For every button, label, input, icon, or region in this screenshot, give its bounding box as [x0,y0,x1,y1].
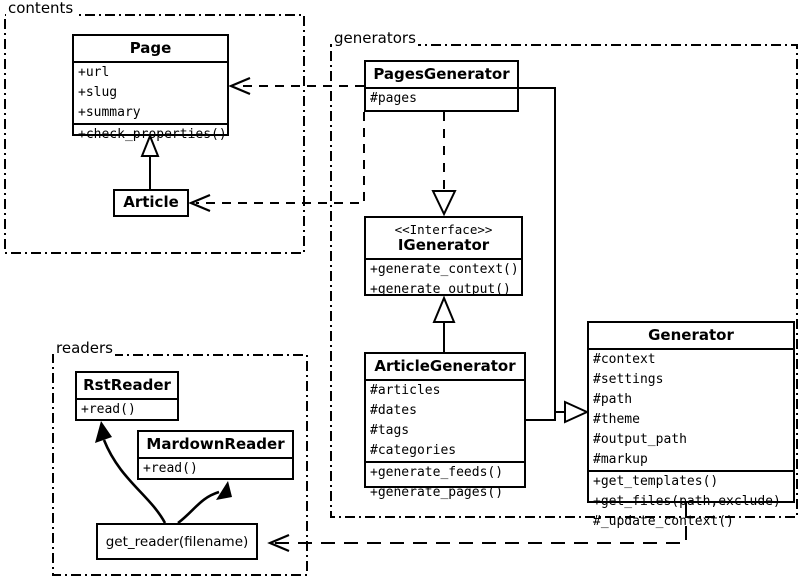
class-operation: +generate_feeds() [370,465,504,480]
function-box-get-reader[interactable]: get_reader(filename) [96,523,258,560]
class-attribute: #dates [370,403,417,418]
class-operation: #_update_context() [593,514,734,529]
class-box-article[interactable]: Article [113,189,189,217]
relation-get_reader-to-mardownreader [177,481,232,525]
class-attribute: #output_path [593,432,687,447]
relation-pagesgenerator-depends-article [188,112,365,213]
class-name-igenerator: <<Interface>> IGenerator [366,218,521,258]
package-label-generators: generators [332,29,418,47]
class-name-mardownreader: MardownReader [146,435,285,453]
class-divider [77,398,177,400]
package-frame-generators [330,44,798,518]
class-divider [366,87,517,89]
class-divider [74,61,227,63]
class-attribute: #settings [593,372,664,387]
class-attribute: #pages [370,91,417,106]
class-box-page[interactable]: Page +url +slug +summary +check_properti… [72,34,229,142]
class-operation: +get_files(path,exclude) [593,494,781,509]
class-attribute: #path [593,392,633,407]
class-divider [366,461,524,463]
relation-article-inherits-page [140,133,160,189]
class-operation: +read() [143,461,198,476]
relation-pagesgenerator-depends-page [228,76,364,96]
class-attribute: #tags [370,423,410,438]
class-operation: +read() [81,402,136,417]
class-operation: +generate_context() [370,262,519,277]
class-name-text: IGenerator [397,236,490,254]
class-attribute: #theme [593,412,640,427]
class-box-generator[interactable]: Generator #context #settings #path #them… [587,321,795,529]
class-attribute: +summary [78,105,141,120]
class-name-article: Article [123,193,179,211]
class-divider [589,470,793,472]
package-label-readers: readers [54,339,115,357]
package-frame-readers [52,354,308,576]
class-operation: +get_templates() [593,474,719,489]
relation-get_reader-to-rstreader [95,421,167,524]
package-label-contents: contents [6,0,76,17]
class-operation: +check_properties() [78,127,227,142]
class-divider [589,348,793,350]
class-attribute: +url [78,65,110,80]
relation-pagesgenerator-inherits-generator [519,87,568,413]
class-attribute: #context [593,352,656,367]
class-attribute: #categories [370,443,457,458]
class-attribute: #articles [370,383,441,398]
class-attribute: #markup [593,452,648,467]
package-frame-contents [4,14,305,254]
relation-generator-depends-get_reader [267,503,687,553]
relation-articlegenerator-inherits-generator [526,400,590,424]
function-label: get_reader(filename) [105,533,249,550]
class-name-generator: Generator [648,326,734,344]
class-stereotype: <<Interface>> [394,222,493,237]
class-box-pagesgenerator[interactable]: PagesGenerator #pages [364,60,519,112]
relation-pagesgenerator-realizes-igenerator [431,112,457,217]
class-box-articlegenerator[interactable]: ArticleGenerator #articles #dates #tags … [364,352,526,500]
class-divider [366,258,521,260]
class-divider [74,123,227,125]
class-divider [139,457,292,459]
class-box-igenerator[interactable]: <<Interface>> IGenerator +generate_conte… [364,216,523,297]
class-divider [366,379,524,381]
class-operation: +generate_output() [370,282,511,297]
class-attribute: +slug [78,85,118,100]
class-name-rstreader: RstReader [83,376,171,394]
relation-articlegenerator-realizes-igenerator [432,295,456,352]
class-name-articlegenerator: ArticleGenerator [374,357,516,375]
class-box-rstreader[interactable]: RstReader +read() [75,371,179,421]
class-box-mardownreader[interactable]: MardownReader +read() [137,430,294,480]
class-name-page: Page [129,39,172,57]
class-operation: +generate_pages() [370,485,504,500]
class-name-pagesgenerator: PagesGenerator [373,65,510,83]
